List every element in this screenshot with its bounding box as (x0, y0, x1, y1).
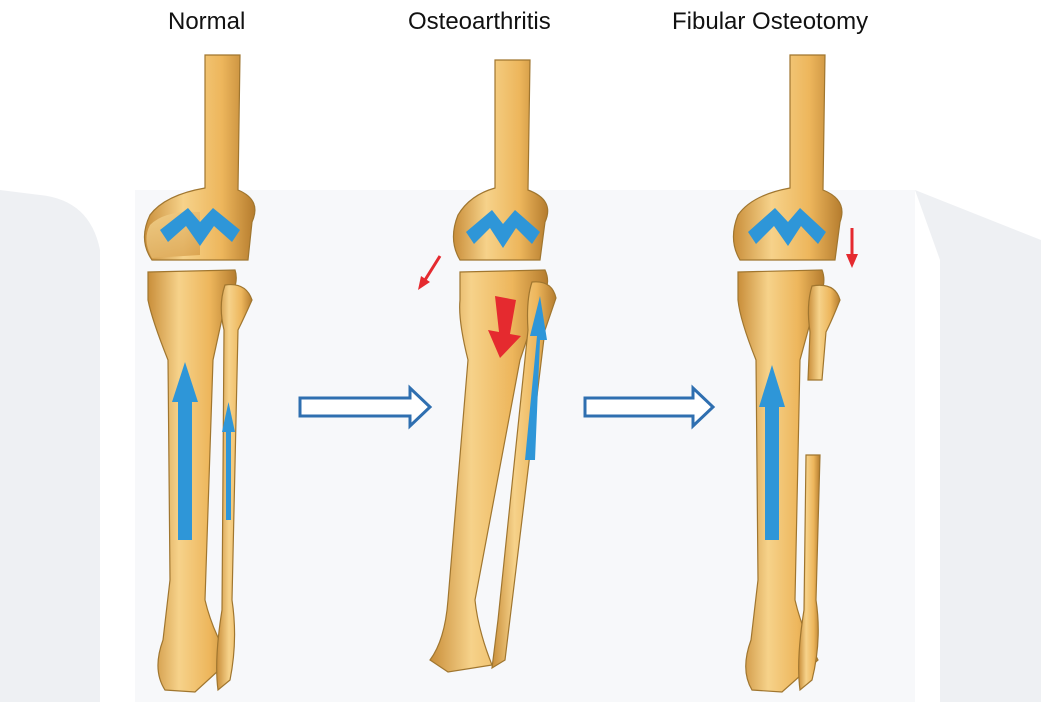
knee-diagram (0, 0, 1041, 702)
